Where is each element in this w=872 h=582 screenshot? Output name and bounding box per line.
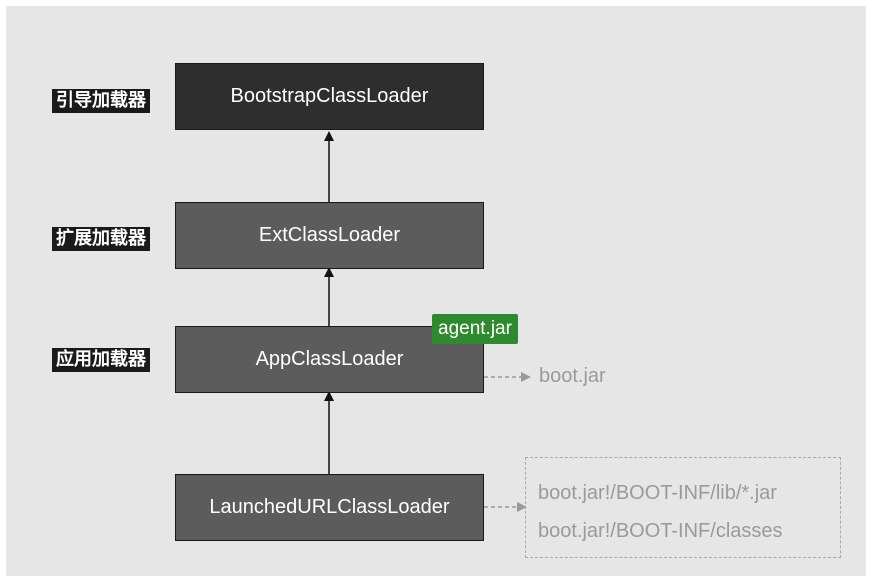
launched-url-class-loader-box: LaunchedURLClassLoader — [175, 474, 484, 541]
ext-loader-tag: 扩展加载器 — [52, 227, 150, 251]
agent-jar-badge: agent.jar — [432, 314, 518, 344]
app-class-loader-box: AppClassLoader — [175, 326, 484, 393]
bootstrap-class-loader-box: BootstrapClassLoader — [175, 63, 484, 130]
ext-class-loader-box: ExtClassLoader — [175, 202, 484, 269]
app-source-bootjar: boot.jar — [539, 365, 606, 387]
launched-url-class-loader-label: LaunchedURLClassLoader — [209, 496, 450, 518]
launched-source-lib: boot.jar!/BOOT-INF/lib/*.jar — [538, 482, 777, 504]
bootstrap-loader-tag: 引导加载器 — [52, 89, 150, 113]
app-class-loader-label: AppClassLoader — [255, 348, 404, 370]
ext-class-loader-label: ExtClassLoader — [258, 224, 401, 246]
launched-sources-box — [525, 457, 841, 558]
bootstrap-class-loader-label: BootstrapClassLoader — [230, 85, 429, 107]
app-loader-tag: 应用加载器 — [52, 348, 150, 372]
launched-source-classes: boot.jar!/BOOT-INF/classes — [538, 520, 783, 542]
